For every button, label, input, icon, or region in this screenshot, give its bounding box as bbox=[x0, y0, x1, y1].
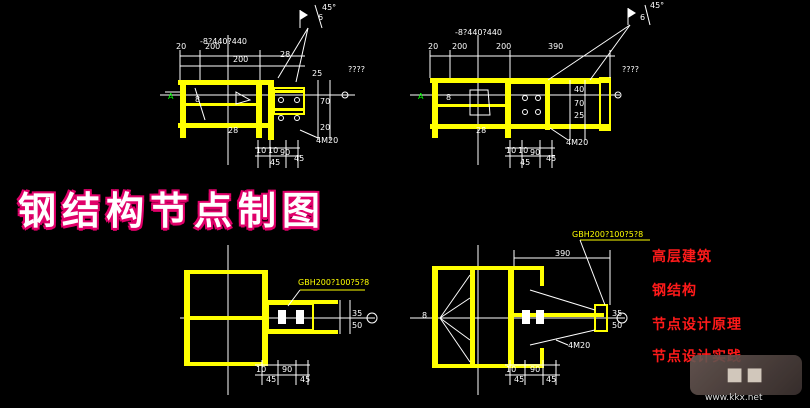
svg-text:10: 10 bbox=[506, 365, 516, 374]
svg-text:70: 70 bbox=[574, 99, 584, 108]
detail-bottom-left: GBH200?100?5?8 10 45 90 45 35 50 bbox=[180, 245, 378, 395]
svg-text:8: 8 bbox=[195, 95, 200, 104]
svg-text:20: 20 bbox=[320, 123, 330, 132]
svg-text:4M20: 4M20 bbox=[568, 341, 590, 350]
svg-text:8: 8 bbox=[422, 311, 427, 320]
side-label-steel-structure: 钢结构 bbox=[652, 283, 697, 299]
svg-text:200: 200 bbox=[205, 42, 220, 51]
svg-text:45: 45 bbox=[546, 375, 556, 384]
svg-text:35: 35 bbox=[612, 309, 622, 318]
svg-text:A: A bbox=[168, 92, 174, 101]
svg-text:25: 25 bbox=[312, 69, 322, 78]
detail-bottom-right: GBH200?100?5?8 390 8 10 45 90 45 35 50 4… bbox=[410, 230, 650, 395]
svg-text:90: 90 bbox=[280, 148, 290, 157]
svg-text:28: 28 bbox=[280, 50, 290, 59]
watermark-url: www.kkx.net bbox=[705, 393, 763, 403]
svg-text:A: A bbox=[418, 92, 424, 101]
svg-text:45°: 45° bbox=[322, 3, 336, 12]
svg-text:6: 6 bbox=[640, 13, 645, 22]
svg-text:4M20: 4M20 bbox=[566, 138, 588, 147]
svg-text:20: 20 bbox=[428, 42, 438, 51]
svg-text:????: ???? bbox=[622, 65, 639, 74]
svg-text:4M20: 4M20 bbox=[316, 136, 338, 145]
side-label-node-design-principle: 节点设计原理 bbox=[652, 317, 742, 333]
svg-text:-8?440?440: -8?440?440 bbox=[200, 37, 247, 46]
svg-text:-8?440?440: -8?440?440 bbox=[455, 28, 502, 37]
svg-text:8: 8 bbox=[446, 93, 451, 102]
svg-text:45: 45 bbox=[266, 375, 276, 384]
svg-text:90: 90 bbox=[530, 365, 540, 374]
svg-text:200: 200 bbox=[233, 55, 248, 64]
svg-text:10: 10 bbox=[256, 146, 266, 155]
svg-text:90: 90 bbox=[530, 148, 540, 157]
svg-text:????: ???? bbox=[348, 65, 365, 74]
svg-text:200: 200 bbox=[496, 42, 511, 51]
svg-text:GBH200?100?5?8: GBH200?100?5?8 bbox=[572, 230, 643, 239]
svg-text:390: 390 bbox=[555, 249, 570, 258]
svg-text:45: 45 bbox=[520, 158, 530, 167]
svg-text:20: 20 bbox=[176, 42, 186, 51]
svg-text:10: 10 bbox=[506, 146, 516, 155]
watermark-logo: ■■ bbox=[690, 355, 802, 395]
svg-text:28: 28 bbox=[228, 126, 238, 135]
svg-text:10: 10 bbox=[518, 146, 528, 155]
detail-top-right: 20 200 200 390 -8?440?440 8 28 ???? 45° … bbox=[410, 1, 664, 168]
svg-text:200: 200 bbox=[452, 42, 467, 51]
svg-text:45°: 45° bbox=[650, 1, 664, 10]
svg-text:10: 10 bbox=[268, 146, 278, 155]
svg-text:35: 35 bbox=[352, 309, 362, 318]
svg-text:GBH200?100?5?8: GBH200?100?5?8 bbox=[298, 278, 369, 287]
side-label-high-rise: 高层建筑 bbox=[652, 249, 712, 265]
svg-text:45: 45 bbox=[300, 375, 310, 384]
svg-text:10: 10 bbox=[256, 365, 266, 374]
detail-top-left: 20 200 200 -8?440?440 28 8 28 ???? 45° 6… bbox=[160, 3, 365, 168]
svg-text:45: 45 bbox=[294, 154, 304, 163]
svg-text:70: 70 bbox=[320, 97, 330, 106]
svg-text:28: 28 bbox=[476, 126, 486, 135]
svg-text:25: 25 bbox=[574, 111, 584, 120]
svg-text:40: 40 bbox=[574, 85, 584, 94]
svg-text:6: 6 bbox=[318, 13, 323, 22]
svg-text:50: 50 bbox=[352, 321, 362, 330]
svg-text:390: 390 bbox=[548, 42, 563, 51]
drawing-title: 钢结构节点制图 bbox=[18, 189, 327, 233]
svg-text:45: 45 bbox=[514, 375, 524, 384]
svg-text:45: 45 bbox=[546, 154, 556, 163]
svg-text:45: 45 bbox=[270, 158, 280, 167]
svg-text:90: 90 bbox=[282, 365, 292, 374]
svg-text:50: 50 bbox=[612, 321, 622, 330]
